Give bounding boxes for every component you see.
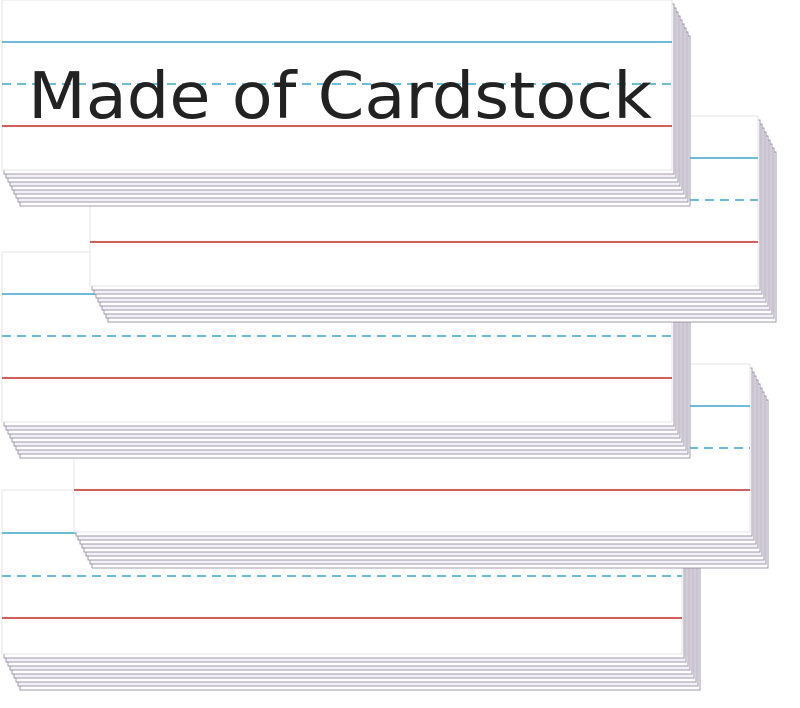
card-stack-1: Made of Cardstock (1, 0, 691, 207)
card-face (1, 0, 673, 171)
caption-text: Made of Cardstock (28, 60, 652, 134)
